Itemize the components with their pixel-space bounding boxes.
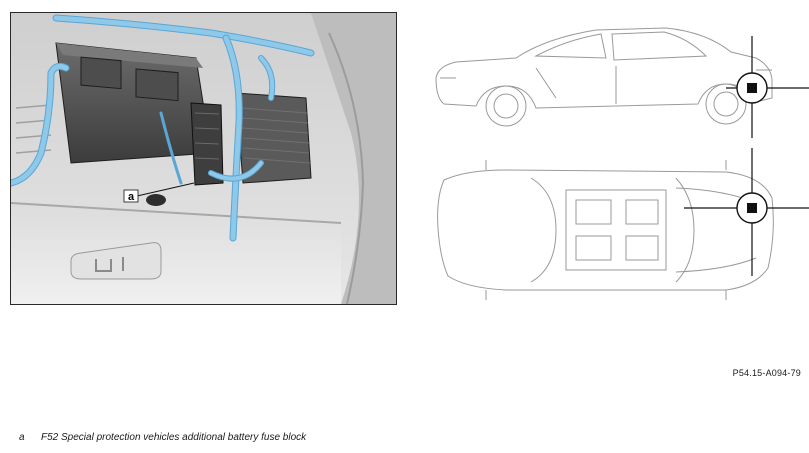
vehicle-location-views xyxy=(426,18,809,308)
callout-label-a: a xyxy=(128,191,135,203)
side-wall xyxy=(311,13,396,304)
vehicle-side-view xyxy=(435,27,773,127)
callout-leader-line xyxy=(136,182,195,197)
legend-text: F52 Special protection vehicles addition… xyxy=(41,432,307,443)
callout-box xyxy=(123,189,139,203)
wiring-harness xyxy=(11,14,315,242)
location-marker-side xyxy=(726,36,809,138)
location-marker-top xyxy=(684,148,809,276)
component-location-illustration: a xyxy=(10,12,397,305)
legend-item: a F52 Special protection vehicles additio… xyxy=(19,432,306,443)
grommet xyxy=(146,194,166,206)
floor-recess xyxy=(70,242,162,280)
figure-reference-code: P54.15-A094-79 xyxy=(732,368,801,378)
vehicle-top-view xyxy=(437,160,774,300)
legend-key: a xyxy=(19,432,25,443)
